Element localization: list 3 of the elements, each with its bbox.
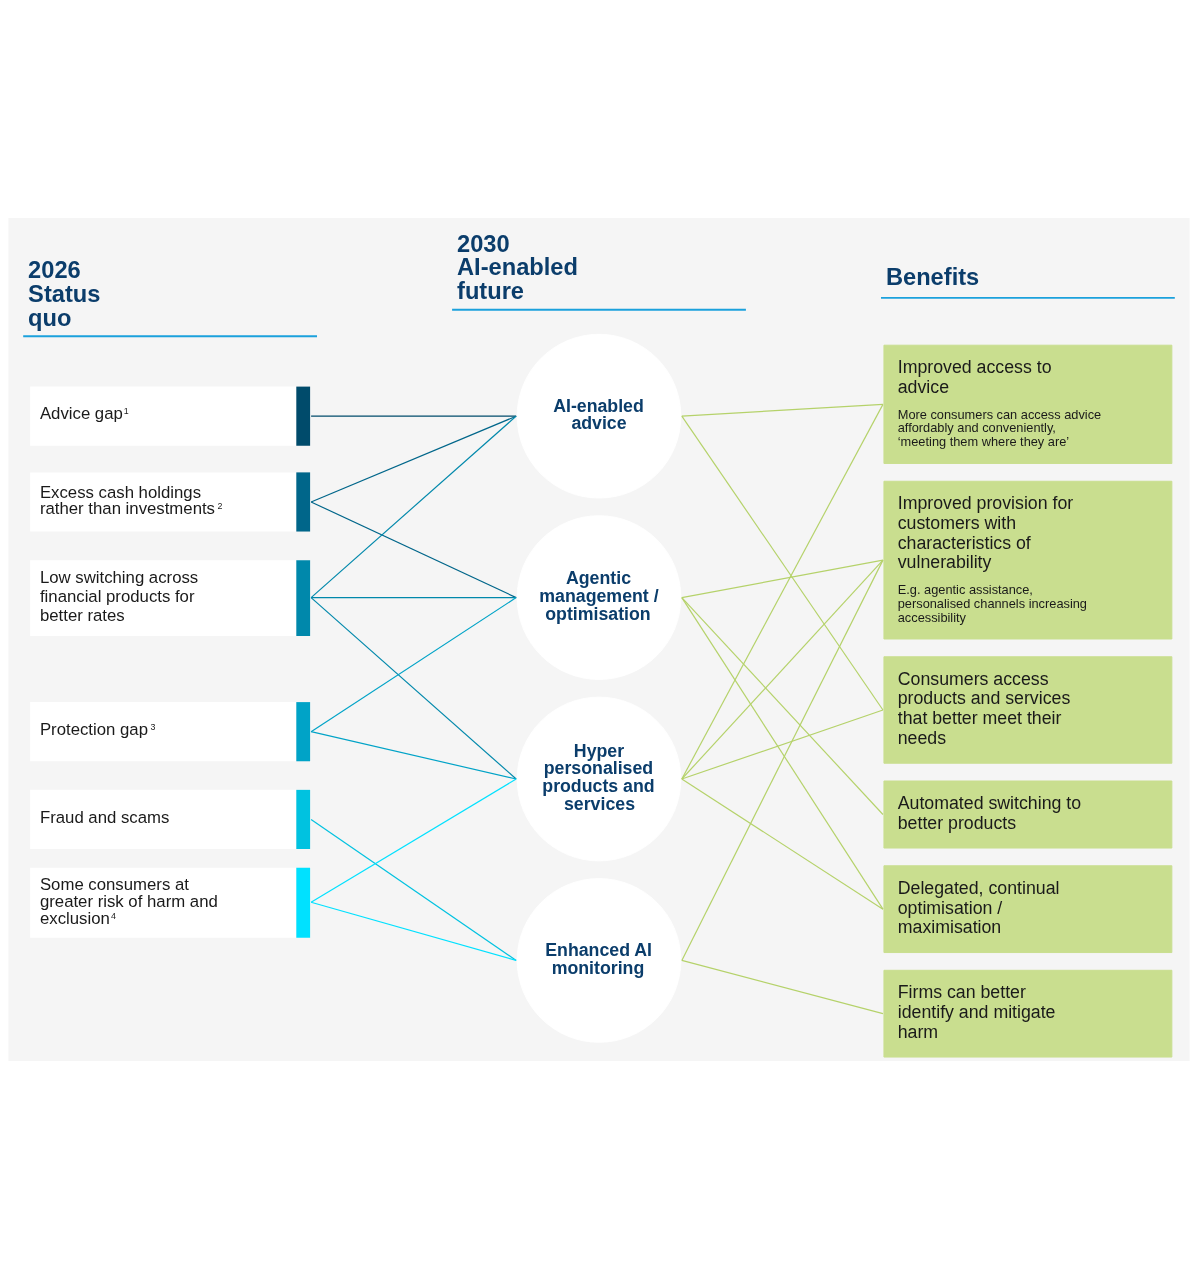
label: 2030 AI-enabled future [457, 230, 578, 305]
label: Benefits [885, 264, 980, 291]
label: 2026 Status quo [28, 257, 101, 331]
